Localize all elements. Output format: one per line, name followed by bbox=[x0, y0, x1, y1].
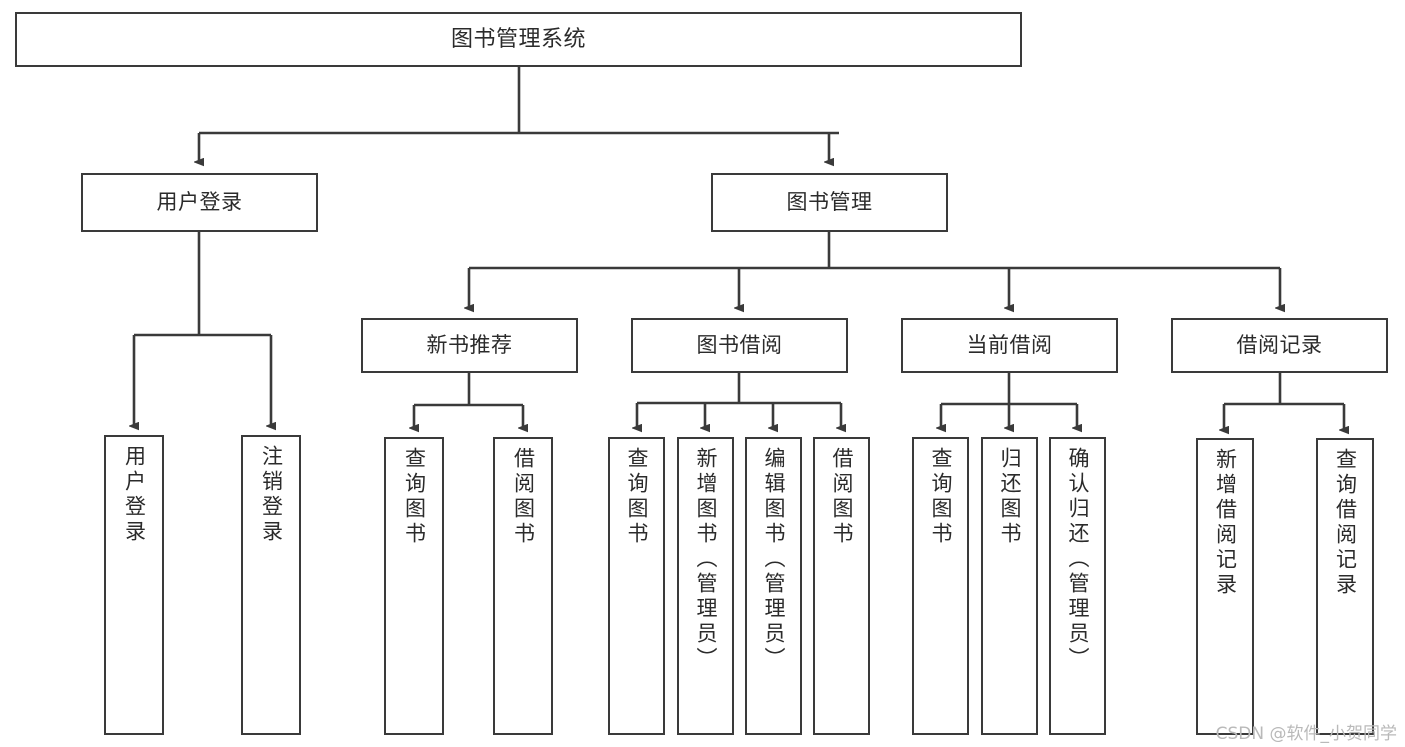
node-leaf-query-book-3[interactable]: 查询图书 bbox=[912, 437, 969, 735]
watermark-text: CSDN @软件_小贺同学 bbox=[1215, 724, 1397, 744]
node-leaf-user-login-label: 用户登录 bbox=[122, 445, 147, 545]
node-leaf-query-book-1[interactable]: 查询图书 bbox=[384, 437, 444, 735]
node-leaf-logout-label: 注销登录 bbox=[259, 445, 284, 545]
node-book-manage-label: 图书管理 bbox=[786, 190, 873, 215]
node-leaf-user-login[interactable]: 用户登录 bbox=[104, 435, 164, 735]
node-leaf-confirm-return-label: 确认归还（管理员） bbox=[1066, 447, 1090, 672]
node-leaf-borrow-book-2-label: 借阅图书 bbox=[830, 447, 854, 547]
node-leaf-query-book-2-label: 查询图书 bbox=[625, 447, 649, 547]
node-leaf-borrow-book-1-label: 借阅图书 bbox=[511, 447, 536, 547]
node-leaf-add-book[interactable]: 新增图书（管理员） bbox=[677, 437, 734, 735]
node-leaf-borrow-book-2[interactable]: 借阅图书 bbox=[813, 437, 870, 735]
node-leaf-query-record-label: 查询借阅记录 bbox=[1333, 448, 1358, 598]
node-leaf-return-book-label: 归还图书 bbox=[998, 447, 1022, 547]
node-leaf-logout[interactable]: 注销登录 bbox=[241, 435, 301, 735]
node-book-borrow-label: 图书借阅 bbox=[696, 333, 783, 358]
node-leaf-borrow-book-1[interactable]: 借阅图书 bbox=[493, 437, 553, 735]
node-user-login[interactable]: 用户登录 bbox=[81, 173, 318, 232]
node-new-book-recommend[interactable]: 新书推荐 bbox=[361, 318, 578, 373]
node-leaf-edit-book-label: 编辑图书（管理员） bbox=[762, 447, 786, 672]
node-book-borrow[interactable]: 图书借阅 bbox=[631, 318, 848, 373]
node-leaf-confirm-return[interactable]: 确认归还（管理员） bbox=[1049, 437, 1106, 735]
node-leaf-add-book-label: 新增图书（管理员） bbox=[694, 447, 718, 672]
node-book-manage[interactable]: 图书管理 bbox=[711, 173, 948, 232]
node-leaf-edit-book[interactable]: 编辑图书（管理员） bbox=[745, 437, 802, 735]
node-root-label: 图书管理系统 bbox=[450, 26, 586, 52]
node-new-book-recommend-label: 新书推荐 bbox=[426, 333, 513, 358]
node-leaf-query-book-3-label: 查询图书 bbox=[929, 447, 953, 547]
node-user-login-label: 用户登录 bbox=[156, 190, 243, 215]
node-leaf-query-book-2[interactable]: 查询图书 bbox=[608, 437, 665, 735]
node-leaf-add-record[interactable]: 新增借阅记录 bbox=[1196, 438, 1254, 735]
node-borrow-record[interactable]: 借阅记录 bbox=[1171, 318, 1388, 373]
node-current-borrow[interactable]: 当前借阅 bbox=[901, 318, 1118, 373]
node-borrow-record-label: 借阅记录 bbox=[1236, 333, 1323, 358]
node-leaf-query-record[interactable]: 查询借阅记录 bbox=[1316, 438, 1374, 735]
node-current-borrow-label: 当前借阅 bbox=[966, 333, 1053, 358]
node-leaf-add-record-label: 新增借阅记录 bbox=[1213, 448, 1238, 598]
node-root[interactable]: 图书管理系统 bbox=[15, 12, 1022, 67]
node-leaf-return-book[interactable]: 归还图书 bbox=[981, 437, 1038, 735]
node-leaf-query-book-1-label: 查询图书 bbox=[402, 447, 427, 547]
